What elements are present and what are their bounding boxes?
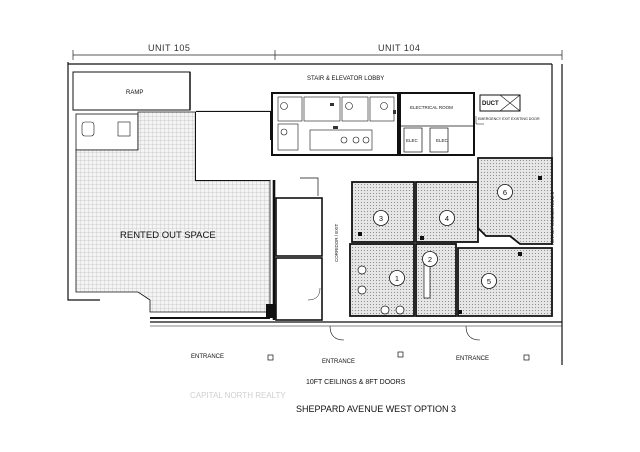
column-markers: [267, 351, 530, 361]
elec-label-2: ELEC: [436, 138, 449, 143]
entrance-label-3: ENTRANCE: [456, 356, 489, 362]
lobby-label: STAIR & ELEVATOR LOBBY: [307, 76, 384, 82]
room-5: [457, 247, 553, 317]
watermark: CAPITAL NORTH REALTY: [190, 391, 286, 400]
room-number-2-badge: [422, 251, 438, 267]
building-outline: [67, 62, 563, 365]
rented-out-space-label: RENTED OUT SPACE: [120, 230, 216, 241]
ramp-label: RAMP: [126, 90, 143, 96]
hatched-rooms: [349, 157, 553, 317]
room-numbers: [373, 184, 513, 289]
storefront-wall: [150, 321, 562, 341]
emergency-exit-label: EMERGENCY EXIT EXISTING DOOR: [478, 117, 540, 121]
room-number-1-badge: [389, 270, 405, 286]
unit-104-label: UNIT 104: [378, 43, 420, 53]
entrance-label-2: ENTRANCE: [322, 359, 355, 365]
rented-out-space-area: [75, 111, 271, 313]
left-washroom: [75, 113, 139, 151]
duct-label: DUCT: [482, 101, 499, 107]
electrical-room: [399, 92, 475, 156]
room-fixtures: [357, 261, 431, 315]
corridor-label: CORRIDOR / EXIT: [334, 223, 339, 262]
entrance-label-1: ENTRANCE: [191, 354, 224, 360]
plan-title: SHEPPARD AVENUE WEST OPTION 3: [296, 404, 456, 414]
room-number-4: 4: [445, 214, 449, 223]
room-6: [477, 157, 553, 245]
notes-label: 10FT CEILINGS & 8FT DOORS: [306, 379, 406, 386]
stair-block: [266, 304, 276, 318]
elec-label-1: ELEC: [406, 138, 419, 143]
room-number-3-badge: [373, 210, 389, 226]
left-toilet: [81, 121, 95, 137]
electrical-room-label: ELECTRICAL ROOM: [410, 105, 453, 110]
room-number-5-badge: [481, 273, 497, 289]
lobby-washrooms: [271, 92, 399, 156]
room-number-5: 5: [487, 277, 491, 286]
room-number-1: 1: [395, 274, 399, 283]
middle-rooms: [275, 197, 323, 321]
room-number-4-badge: [439, 210, 455, 226]
room-number-3: 3: [379, 214, 383, 223]
storage-room-upper: [196, 112, 270, 180]
unit-105-label: UNIT 105: [148, 43, 190, 53]
duct-area: [479, 94, 521, 112]
washroom-fixtures: [330, 103, 396, 129]
room-number-6: 6: [503, 188, 507, 197]
unit-dimension-line: [72, 50, 563, 60]
retail-commercial-label: RETAIL / COMMERCIAL 3: [550, 191, 555, 245]
ramp-area: [72, 71, 191, 111]
room-number-2: 2: [428, 255, 432, 264]
room-number-6-badge: [497, 184, 513, 200]
